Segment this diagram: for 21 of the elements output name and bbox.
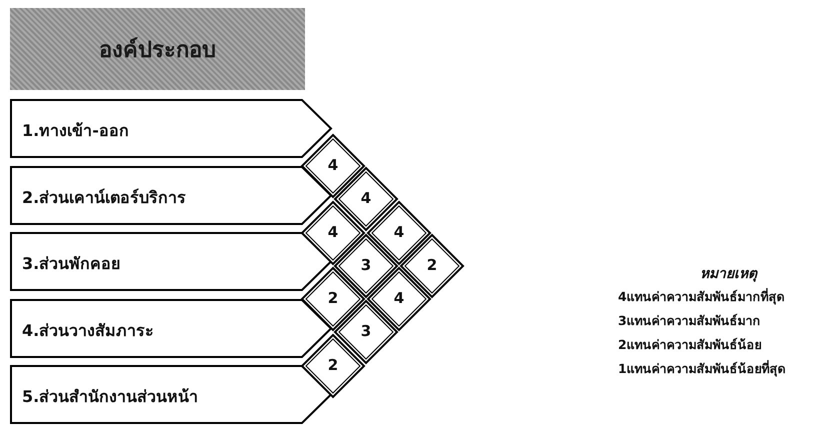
component-label: 5.ส่วนสำนักงานส่วนหน้า <box>22 386 198 408</box>
relation-value: 2 <box>326 356 340 374</box>
relation-value: 4 <box>392 289 406 307</box>
relation-value: 4 <box>326 156 340 174</box>
relation-value: 3 <box>360 256 372 274</box>
relation-value: 4 <box>326 222 340 240</box>
component-label: 3.ส่วนพักคอย <box>22 252 120 274</box>
relation-value: 2 <box>426 256 438 274</box>
note-line: 1แทนค่าความสัมพันธ์น้อยที่สุด <box>618 359 786 379</box>
note-line: 2แทนค่าความสัมพันธ์น้อย <box>618 336 762 354</box>
component-label: 4.ส่วนวางสัมภาระ <box>22 320 154 342</box>
title: องค์ประกอบ <box>99 36 216 64</box>
relation-value: 4 <box>392 222 406 240</box>
component-label: 1.ทางเข้า-ออก <box>22 120 129 142</box>
relation-value: 4 <box>360 189 372 207</box>
relation-value: 2 <box>326 289 340 307</box>
relation-value: 3 <box>360 322 372 340</box>
note-line: 4แทนค่าความสัมพันธ์มากที่สุด <box>618 287 785 307</box>
note-line: 3แทนค่าความสัมพันธ์มาก <box>618 312 761 330</box>
note-heading: หมายเหตุ <box>700 265 757 284</box>
component-label: 2.ส่วนเคาน์เตอร์บริการ <box>22 186 186 208</box>
